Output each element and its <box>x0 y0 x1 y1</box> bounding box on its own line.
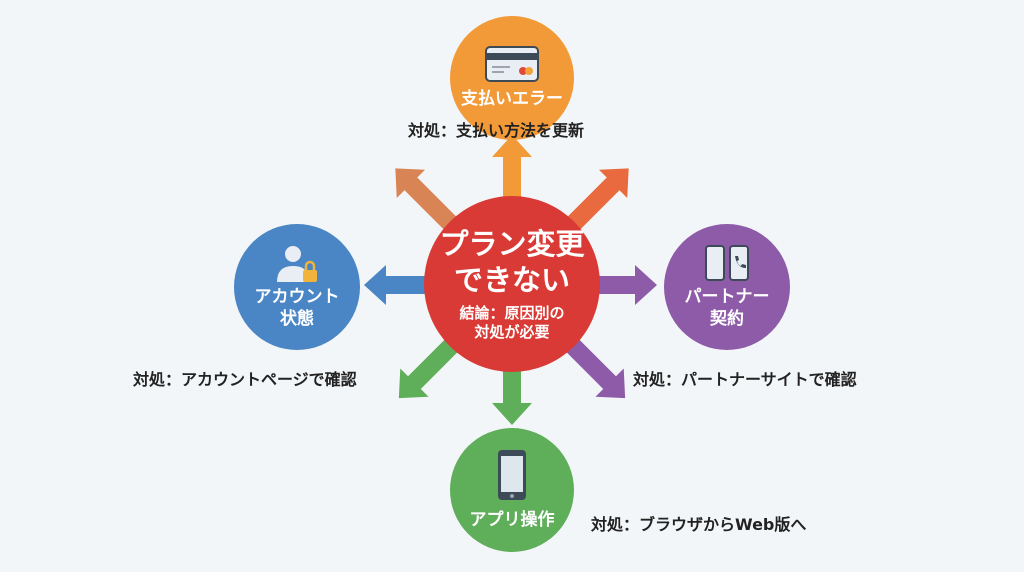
arrow-down-right <box>562 335 626 399</box>
arrow-up-right <box>562 168 629 235</box>
payment-error-note: 対処：支払い方法を更新 <box>408 121 585 140</box>
account-status-label-2: 状態 <box>280 309 314 329</box>
account-status-label-1: アカウント <box>254 287 340 307</box>
payment-error-node: 支払いエラー <box>450 16 574 140</box>
partner-contract-label-1: パートナー <box>684 287 770 307</box>
phones-icon <box>705 245 749 281</box>
app-operation-note: 対処：ブラウザからWeb版へ <box>591 515 807 534</box>
account-status-node: アカウント 状態 <box>234 224 360 350</box>
arrow-up <box>492 135 532 205</box>
smartphone-icon <box>498 450 526 500</box>
arrow-down-left <box>398 335 462 399</box>
center-conclusion-2: 対処が必要 <box>474 323 550 341</box>
credit-card-icon <box>485 46 539 82</box>
partner-contract-node: パートナー 契約 <box>664 224 790 350</box>
account-status-note: 対処：アカウントページで確認 <box>133 370 357 389</box>
center-node: プラン変更 できない 結論：原因別の 対処が必要 <box>424 196 600 372</box>
user-lock-icon <box>277 246 317 282</box>
app-operation-node: アプリ操作 <box>450 428 574 552</box>
arrow-up-left <box>395 168 462 235</box>
arrow-left <box>364 265 432 305</box>
center-title-2: できない <box>453 263 570 297</box>
payment-error-label: 支払いエラー <box>461 89 563 109</box>
partner-contract-note: 対処：パートナーサイトで確認 <box>633 370 857 389</box>
arrow-down <box>492 365 532 425</box>
arrow-right <box>592 265 657 305</box>
center-title-1: プラン変更 <box>439 227 585 261</box>
partner-contract-label-2: 契約 <box>710 309 744 329</box>
app-operation-label: アプリ操作 <box>469 510 555 530</box>
center-conclusion-1: 結論：原因別の <box>459 304 565 322</box>
